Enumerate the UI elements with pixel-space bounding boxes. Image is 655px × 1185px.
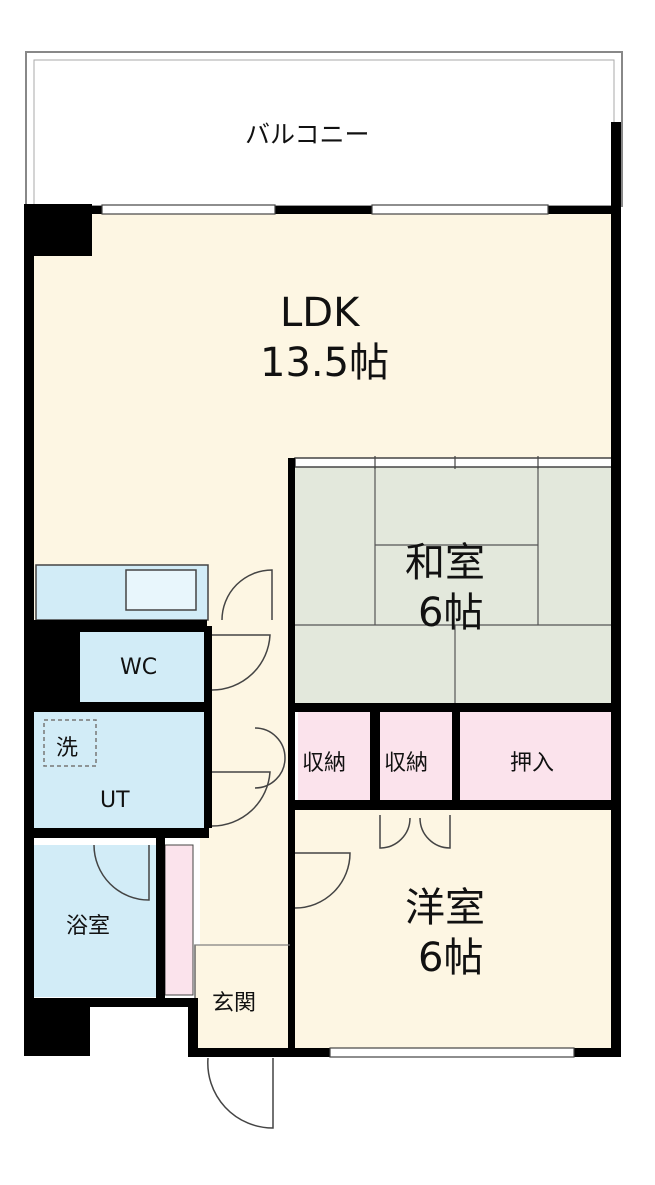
storage2-label: 収納 [384, 751, 429, 776]
youshitsu-floor [295, 810, 615, 1055]
washitsu-rail-ticks [374, 456, 539, 469]
washitsu-name: 和室 [405, 540, 485, 586]
tatami-lines [295, 465, 615, 705]
ut-floor [34, 712, 206, 830]
bath-floor [34, 845, 156, 997]
storage1-label: 収納 [302, 751, 347, 776]
wc-floor [80, 632, 207, 702]
corridor-storage [164, 844, 194, 996]
doors [93, 569, 451, 1129]
ldk-size: 13.5帖 [260, 340, 390, 386]
washitsu-size: 6帖 [418, 590, 484, 636]
oshiire-floor [460, 712, 612, 800]
windows [101, 204, 575, 1058]
balcony-label: バルコニー [245, 120, 370, 149]
storage2-floor [380, 712, 452, 800]
entrance-label: 玄関 [212, 991, 257, 1016]
storage1-floor [298, 712, 370, 800]
balcony-area [25, 51, 623, 207]
oshiire-label: 押入 [510, 751, 555, 776]
kitchen-sink [125, 569, 197, 611]
bath-label: 浴室 [66, 914, 111, 939]
youshitsu-size: 6帖 [418, 935, 484, 981]
washer-label: 洗 [56, 736, 79, 761]
ut-label: UT [100, 788, 130, 813]
wc-label: WC [120, 655, 158, 680]
ldk-name: LDK [280, 290, 360, 336]
youshitsu-name: 洋室 [405, 885, 485, 931]
